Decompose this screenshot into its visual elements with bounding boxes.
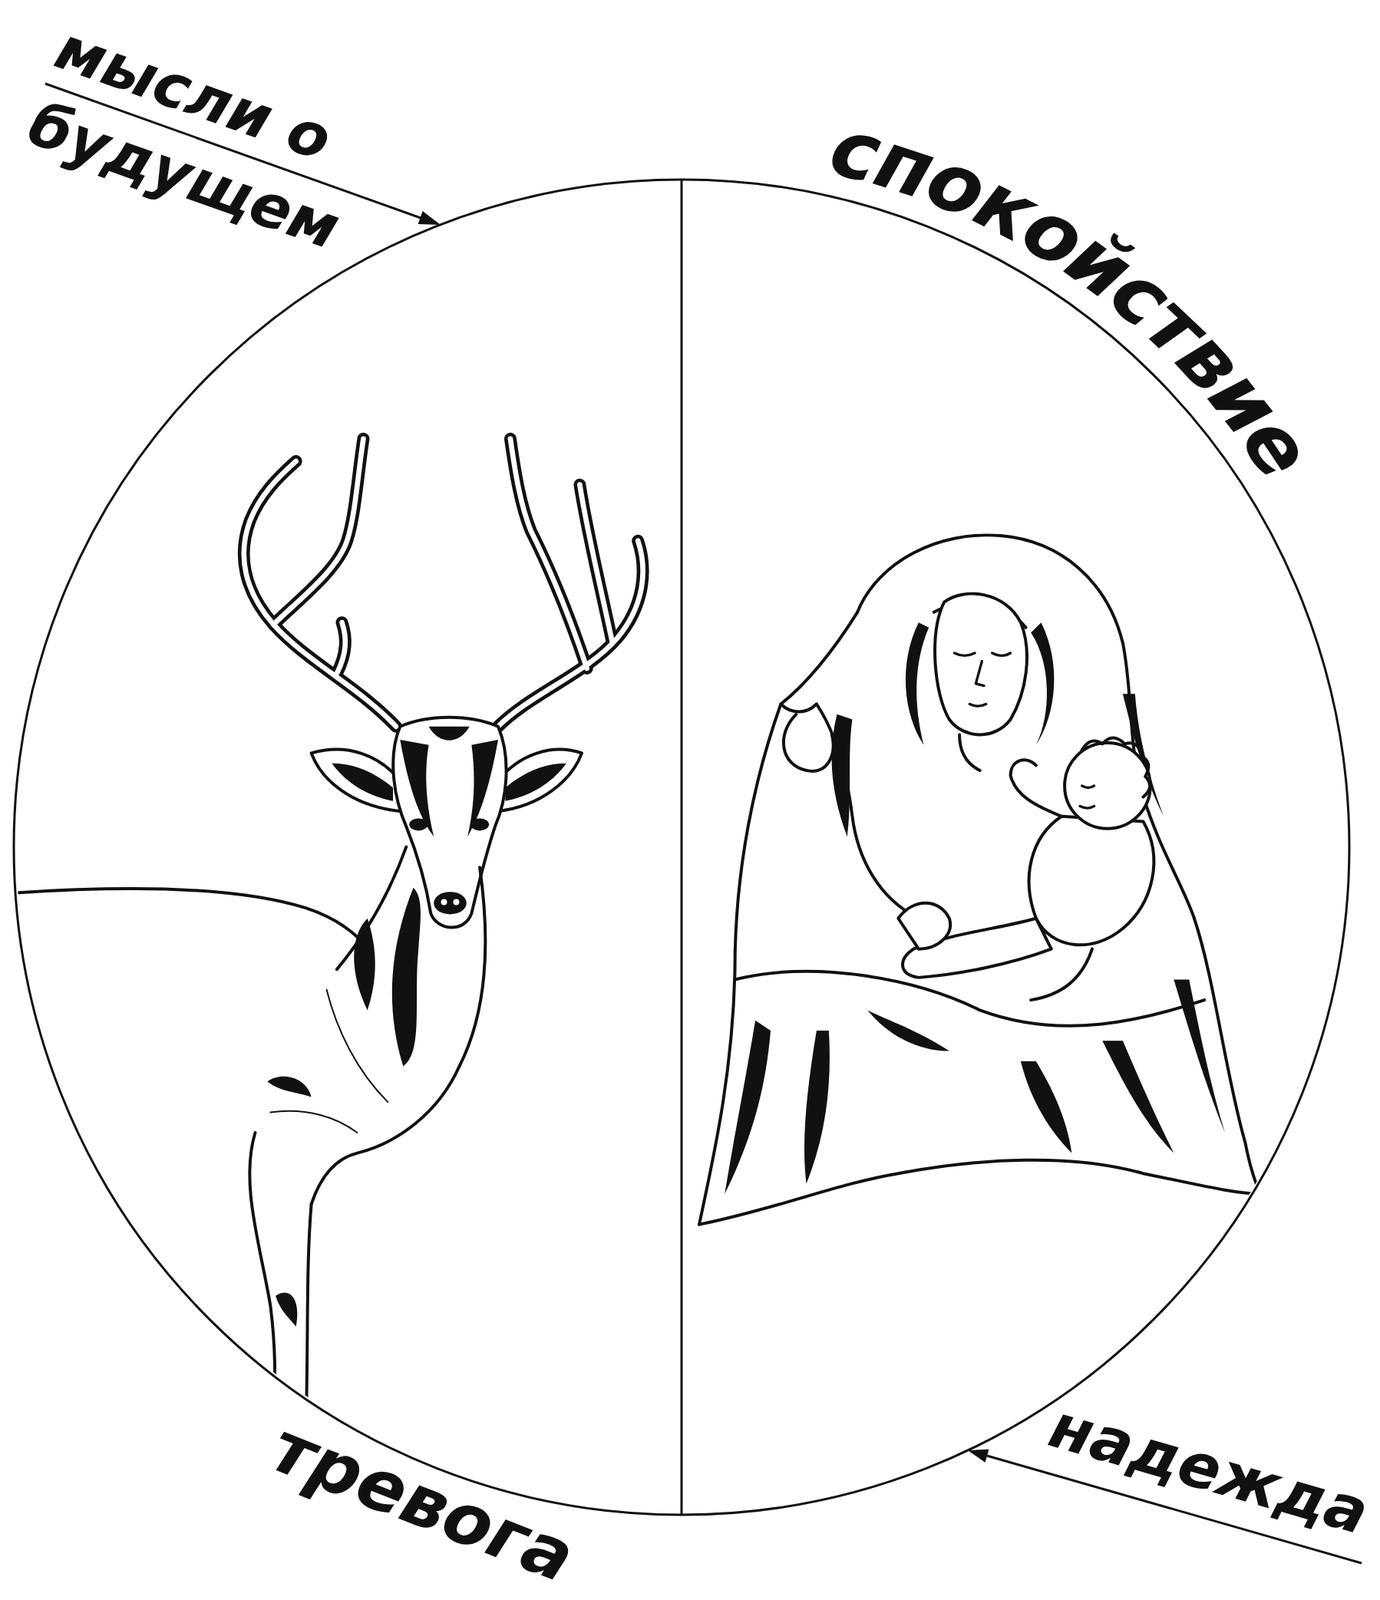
deer-drawing bbox=[579, 485, 613, 644]
illustration bbox=[15, 439, 1261, 1420]
madonna-drawing bbox=[1020, 1061, 1072, 1154]
madonna-drawing bbox=[1079, 785, 1095, 809]
madonna-drawing bbox=[992, 653, 1011, 656]
madonna-drawing bbox=[959, 734, 981, 771]
deer-drawing bbox=[579, 485, 613, 644]
deer-drawing bbox=[399, 739, 434, 837]
madonna-drawing bbox=[954, 653, 1011, 707]
circle-label: спокойствие bbox=[831, 55, 1358, 466]
deer-drawing bbox=[353, 918, 376, 1011]
deer-drawing bbox=[273, 439, 364, 625]
deer-drawing bbox=[244, 461, 397, 727]
deer-drawing bbox=[470, 818, 489, 831]
madonna-drawing bbox=[934, 594, 1027, 736]
deer-drawing bbox=[498, 749, 582, 812]
deer-drawing bbox=[433, 891, 467, 915]
madonna-drawing bbox=[699, 1160, 1261, 1225]
deer-drawing bbox=[409, 818, 428, 831]
deer-drawing bbox=[331, 763, 393, 802]
madonna-drawing bbox=[724, 1020, 771, 1195]
madonna-drawing bbox=[1064, 742, 1151, 829]
deer-drawing bbox=[441, 898, 448, 905]
madonna-drawing bbox=[1030, 949, 1093, 1001]
deer-drawing bbox=[15, 888, 368, 950]
circle-label: мысли о будущем bbox=[17, 7, 412, 281]
divider-line bbox=[681, 179, 683, 1516]
circle-label: надежда bbox=[1043, 1395, 1375, 1545]
madonna-drawing bbox=[804, 1030, 830, 1184]
madonna-drawing bbox=[780, 612, 858, 713]
madonna-drawing bbox=[954, 653, 975, 656]
madonna-drawing bbox=[1102, 1040, 1174, 1153]
deer-drawing bbox=[311, 1066, 460, 1206]
deer-drawing bbox=[392, 717, 506, 928]
madonna-drawing bbox=[1010, 759, 1062, 816]
circle-label: тревога bbox=[261, 1411, 583, 1595]
deer-drawing bbox=[244, 439, 644, 727]
deer-drawing bbox=[392, 888, 421, 1067]
outer-circle bbox=[13, 179, 1350, 1516]
madonna-drawing bbox=[699, 534, 1261, 1225]
deer-drawing bbox=[306, 1204, 312, 1419]
deer-drawing bbox=[311, 749, 401, 812]
deer-drawing bbox=[15, 847, 486, 1420]
deer-drawing bbox=[467, 739, 499, 837]
deer-drawing bbox=[275, 1293, 298, 1328]
deer-drawing bbox=[267, 1076, 311, 1098]
deer-drawing bbox=[249, 1132, 275, 1419]
deer-drawing bbox=[244, 461, 397, 727]
madonna-drawing bbox=[969, 704, 986, 707]
deer-drawing bbox=[270, 1111, 357, 1133]
divider-line bbox=[680, 179, 684, 1516]
madonna-drawing bbox=[867, 1010, 949, 1051]
deer-drawing bbox=[326, 990, 389, 1103]
madonna-drawing bbox=[1029, 816, 1155, 946]
madonna-drawing bbox=[975, 661, 984, 687]
madonna-drawing bbox=[831, 714, 853, 838]
deer-drawing bbox=[452, 898, 459, 905]
madonna-drawing bbox=[699, 534, 1261, 1225]
deer-drawing bbox=[15, 439, 644, 1420]
deer-drawing bbox=[505, 763, 567, 802]
deer-drawing bbox=[244, 439, 644, 727]
deer-drawing bbox=[498, 541, 644, 727]
leader-arrow bbox=[967, 1449, 990, 1463]
deer-drawing bbox=[510, 439, 588, 669]
deer-drawing bbox=[458, 867, 486, 1067]
outer-circle bbox=[13, 179, 1350, 1516]
madonna-drawing bbox=[1030, 622, 1054, 746]
leader-arrow bbox=[418, 211, 441, 225]
deer-drawing bbox=[336, 622, 346, 674]
deer-drawing bbox=[510, 439, 588, 669]
madonna-drawing bbox=[816, 704, 919, 919]
madonna-drawing bbox=[1173, 980, 1225, 1133]
madonna-drawing bbox=[735, 971, 1206, 1027]
madonna-drawing bbox=[905, 622, 929, 746]
madonna-drawing bbox=[699, 704, 781, 1225]
deer-drawing bbox=[429, 726, 470, 741]
madonna-drawing bbox=[897, 903, 951, 950]
deer-drawing bbox=[336, 622, 346, 674]
